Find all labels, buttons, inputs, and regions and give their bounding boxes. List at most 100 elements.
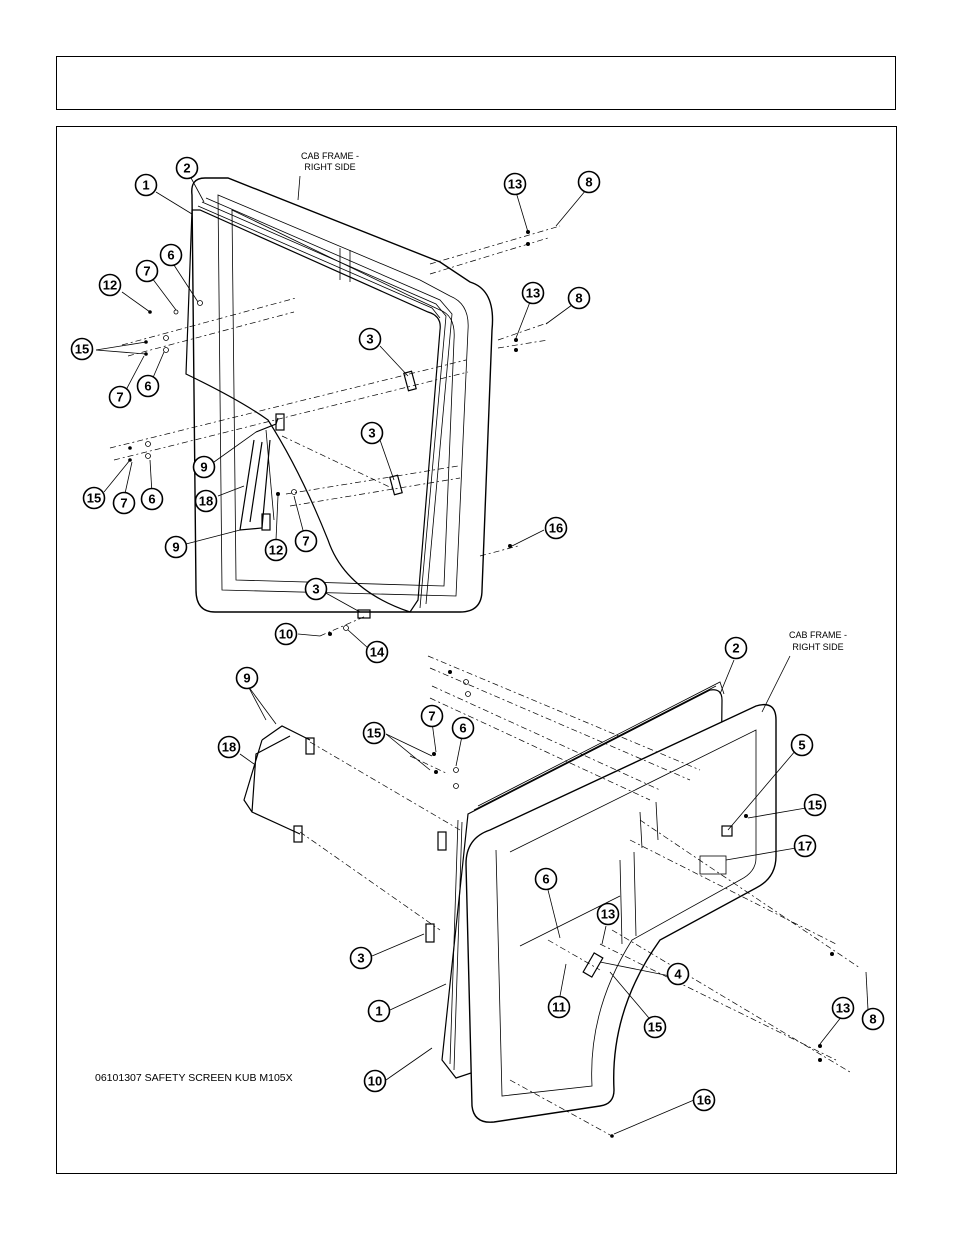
- svg-text:9: 9: [172, 540, 179, 555]
- callout-top-2: 2: [175, 156, 199, 180]
- bottom-frame-label-line2: RIGHT SIDE: [792, 642, 843, 652]
- bottom-leaders: [239, 655, 869, 1135]
- svg-text:13: 13: [526, 286, 540, 301]
- svg-text:15: 15: [75, 342, 89, 357]
- callout-top-12b: 12: [264, 538, 288, 562]
- callout-top-7c: 7: [112, 491, 136, 515]
- svg-text:16: 16: [549, 521, 563, 536]
- svg-text:3: 3: [312, 582, 319, 597]
- svg-text:6: 6: [144, 379, 151, 394]
- callout-bottom-13b: 13: [831, 996, 855, 1020]
- svg-text:18: 18: [199, 494, 213, 509]
- callout-top-6b: 6: [136, 374, 160, 398]
- svg-text:12: 12: [269, 543, 283, 558]
- top-leaders: [95, 175, 587, 649]
- svg-text:2: 2: [732, 641, 739, 656]
- callout-top-12a: 12: [98, 273, 122, 297]
- callout-top-3a: 3: [358, 327, 382, 351]
- callout-top-13a: 13: [503, 172, 527, 196]
- svg-text:12: 12: [103, 278, 117, 293]
- callout-top-1: 1: [134, 173, 158, 197]
- svg-text:8: 8: [575, 291, 582, 306]
- svg-text:5: 5: [798, 738, 805, 753]
- svg-text:6: 6: [459, 721, 466, 736]
- svg-text:17: 17: [798, 839, 812, 854]
- svg-text:8: 8: [869, 1012, 876, 1027]
- drawing-frame: [56, 126, 897, 1174]
- callout-bottom-17: 17: [793, 834, 817, 858]
- drawing-caption: 06101307 SAFETY SCREEN KUB M105X: [95, 1072, 293, 1084]
- callout-top-7d: 7: [294, 529, 318, 553]
- svg-text:1: 1: [375, 1004, 382, 1019]
- callout-top-14: 14: [365, 640, 389, 664]
- svg-text:14: 14: [370, 645, 385, 660]
- callout-top-15a: 15: [70, 337, 94, 361]
- bottom-cab-frame: [465, 703, 777, 1123]
- callout-bottom-18: 18: [217, 735, 241, 759]
- svg-text:16: 16: [697, 1093, 711, 1108]
- callout-top-10: 10: [274, 622, 298, 646]
- svg-text:7: 7: [143, 264, 150, 279]
- callout-bottom-16: 16: [692, 1088, 716, 1112]
- callout-top-18: 18: [194, 489, 218, 513]
- callout-bottom-8: 8: [861, 1007, 885, 1031]
- callout-bottom-7: 7: [420, 704, 444, 728]
- callout-top-9b: 9: [164, 535, 188, 559]
- svg-text:7: 7: [428, 709, 435, 724]
- bottom-handle: [243, 725, 315, 843]
- callout-top-7b: 7: [108, 385, 132, 409]
- callout-top-16: 16: [544, 516, 568, 540]
- callout-bottom-10: 10: [363, 1069, 387, 1093]
- svg-text:9: 9: [243, 671, 250, 686]
- svg-text:15: 15: [808, 798, 822, 813]
- callout-bottom-6a: 6: [451, 716, 475, 740]
- svg-text:9: 9: [200, 460, 207, 475]
- callout-bottom-9: 9: [235, 666, 259, 690]
- top-cab-frame: [191, 177, 494, 613]
- callout-bottom-1: 1: [367, 999, 391, 1023]
- bottom-frame-label-line1: CAB FRAME -: [789, 630, 847, 640]
- svg-text:15: 15: [648, 1020, 662, 1035]
- svg-text:10: 10: [368, 1074, 382, 1089]
- callout-top-13b: 13: [521, 281, 545, 305]
- svg-text:2: 2: [183, 161, 190, 176]
- svg-text:13: 13: [836, 1001, 850, 1016]
- callout-bottom-11: 11: [547, 995, 571, 1019]
- bottom-hardware-bits: [425, 670, 834, 1138]
- callout-bottom-2: 2: [724, 636, 748, 660]
- svg-text:6: 6: [167, 248, 174, 263]
- callout-bottom-15c: 15: [643, 1015, 667, 1039]
- svg-text:15: 15: [367, 726, 381, 741]
- callout-bottom-3: 3: [349, 946, 373, 970]
- callout-top-7a: 7: [135, 259, 159, 283]
- svg-text:3: 3: [357, 951, 364, 966]
- top-frame-label-line2: RIGHT SIDE: [304, 162, 355, 172]
- bottom-hardware-lines: [299, 655, 861, 1137]
- callout-bottom-5: 5: [790, 733, 814, 757]
- svg-text:7: 7: [116, 390, 123, 405]
- callout-top-15b: 15: [82, 486, 106, 510]
- callout-bottom-15a: 15: [362, 721, 386, 745]
- callout-bottom-15b: 15: [803, 793, 827, 817]
- top-frame-label-line1: CAB FRAME -: [301, 151, 359, 161]
- callout-top-3b: 3: [360, 421, 384, 445]
- callout-bottom-6b: 6: [534, 867, 558, 891]
- svg-text:4: 4: [674, 967, 682, 982]
- svg-text:15: 15: [87, 491, 101, 506]
- callout-top-3c: 3: [304, 577, 328, 601]
- callout-bottom-13a: 13: [596, 902, 620, 926]
- svg-text:3: 3: [368, 426, 375, 441]
- svg-text:7: 7: [302, 534, 309, 549]
- svg-text:1: 1: [142, 178, 149, 193]
- svg-text:7: 7: [120, 496, 127, 511]
- svg-text:3: 3: [366, 332, 373, 347]
- svg-text:11: 11: [552, 1000, 566, 1015]
- svg-text:6: 6: [542, 872, 549, 887]
- svg-text:13: 13: [601, 907, 615, 922]
- callout-top-9a: 9: [192, 455, 216, 479]
- svg-text:6: 6: [148, 492, 155, 507]
- svg-text:8: 8: [585, 175, 592, 190]
- callout-top-8a: 8: [577, 170, 601, 194]
- top-screen-panel: [185, 197, 453, 613]
